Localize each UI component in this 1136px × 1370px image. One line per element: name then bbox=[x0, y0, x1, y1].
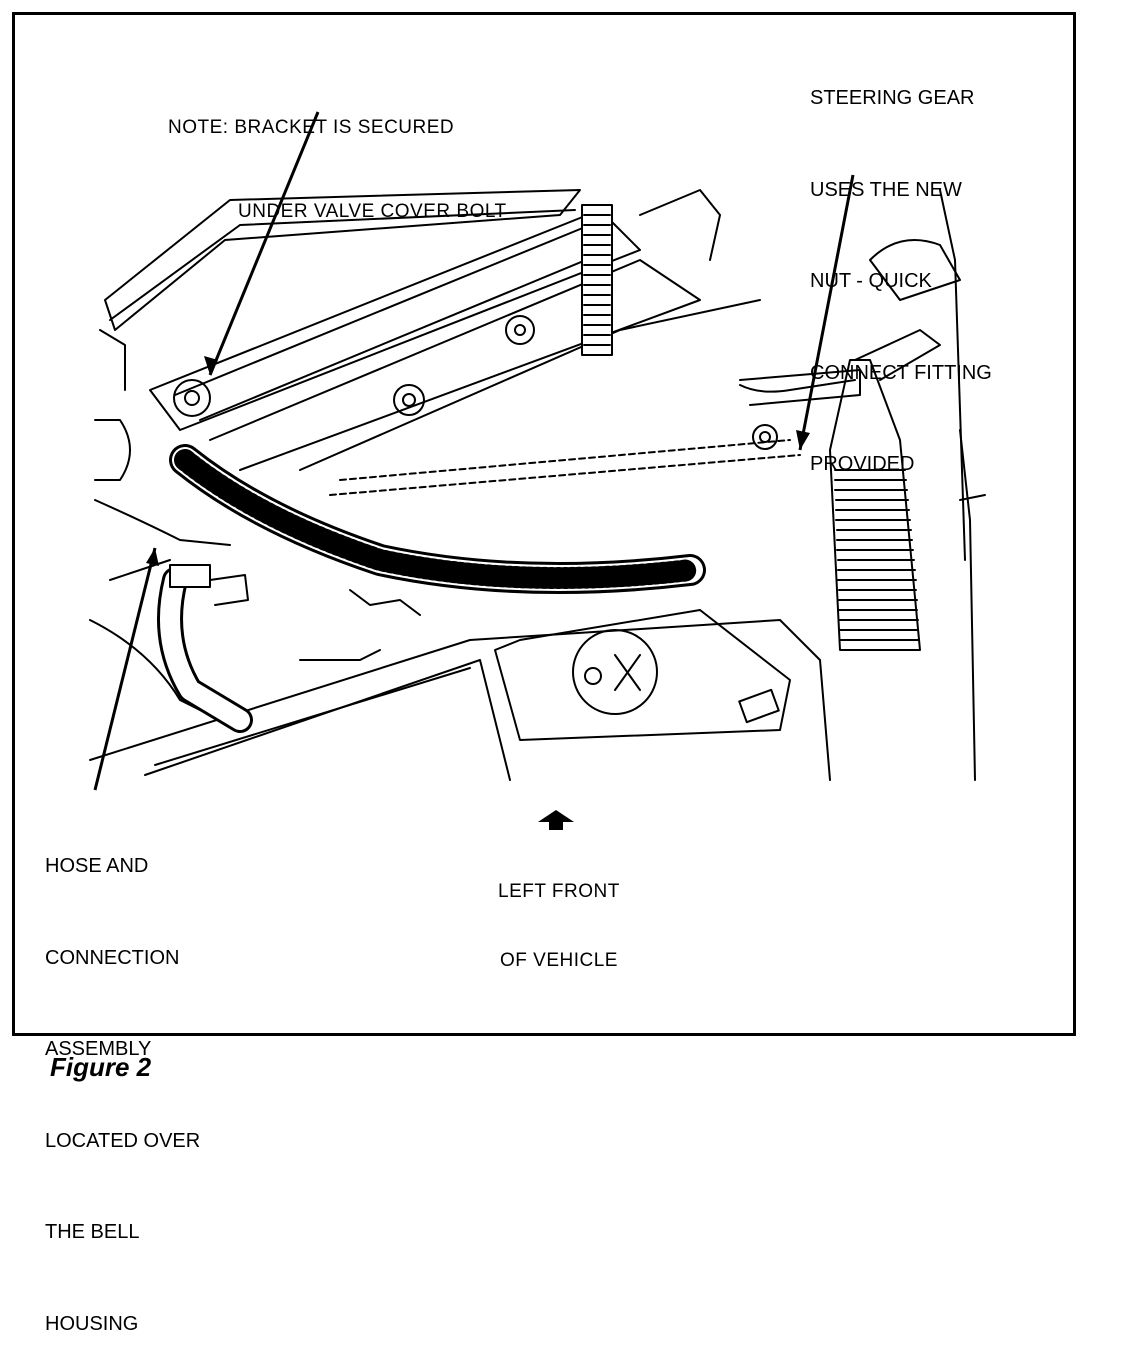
valve-cover bbox=[104, 189, 581, 331]
corrugated-hose bbox=[169, 444, 706, 594]
steering-gear-label: STEERING GEAR USES THE NEW NUT - QUICK C… bbox=[810, 22, 992, 510]
left-front-label: LEFT FRONT OF VEHICLE bbox=[498, 834, 620, 995]
steering-line-3: NUT - QUICK bbox=[810, 270, 932, 292]
front-line-2: OF VEHICLE bbox=[500, 950, 618, 971]
hose-line-6: HOUSING bbox=[45, 1312, 139, 1335]
note-line-1: NOTE: BRACKET IS SECURED bbox=[168, 117, 455, 138]
engine-bay-illustration bbox=[89, 111, 986, 830]
hose-line-3: ASSEMBLY bbox=[45, 1038, 152, 1060]
right-hose bbox=[829, 329, 941, 651]
bell-housing-cover bbox=[89, 619, 831, 781]
front-arrow bbox=[538, 810, 574, 830]
note-leader bbox=[208, 111, 320, 376]
figure-caption: Figure 2 bbox=[50, 1052, 152, 1082]
steering-line-5: PROVIDED bbox=[810, 453, 915, 475]
figure-frame bbox=[12, 12, 1076, 1036]
steering-leader bbox=[798, 174, 855, 451]
hose-line-2: CONNECTION bbox=[45, 946, 180, 969]
hose-line-1: HOSE AND bbox=[45, 855, 149, 877]
valve-cover-bolt bbox=[173, 379, 211, 417]
steering-line-4: CONNECT FITTING bbox=[810, 361, 992, 384]
front-line-1: LEFT FRONT bbox=[498, 881, 620, 902]
steering-line-2: USES THE NEW bbox=[810, 178, 962, 201]
hose-line-5: THE BELL bbox=[45, 1221, 140, 1243]
routing-line bbox=[329, 454, 801, 496]
hose-line-4: LOCATED OVER bbox=[45, 1129, 201, 1152]
steering-line-1: STEERING GEAR bbox=[810, 87, 975, 109]
note-bracket-label: NOTE: BRACKET IS SECURED UNDER VALVE COV… bbox=[168, 58, 507, 254]
note-line-2: UNDER VALVE COVER BOLT bbox=[238, 201, 507, 222]
hose-leader bbox=[93, 547, 157, 791]
ribbed-belt bbox=[581, 204, 613, 356]
